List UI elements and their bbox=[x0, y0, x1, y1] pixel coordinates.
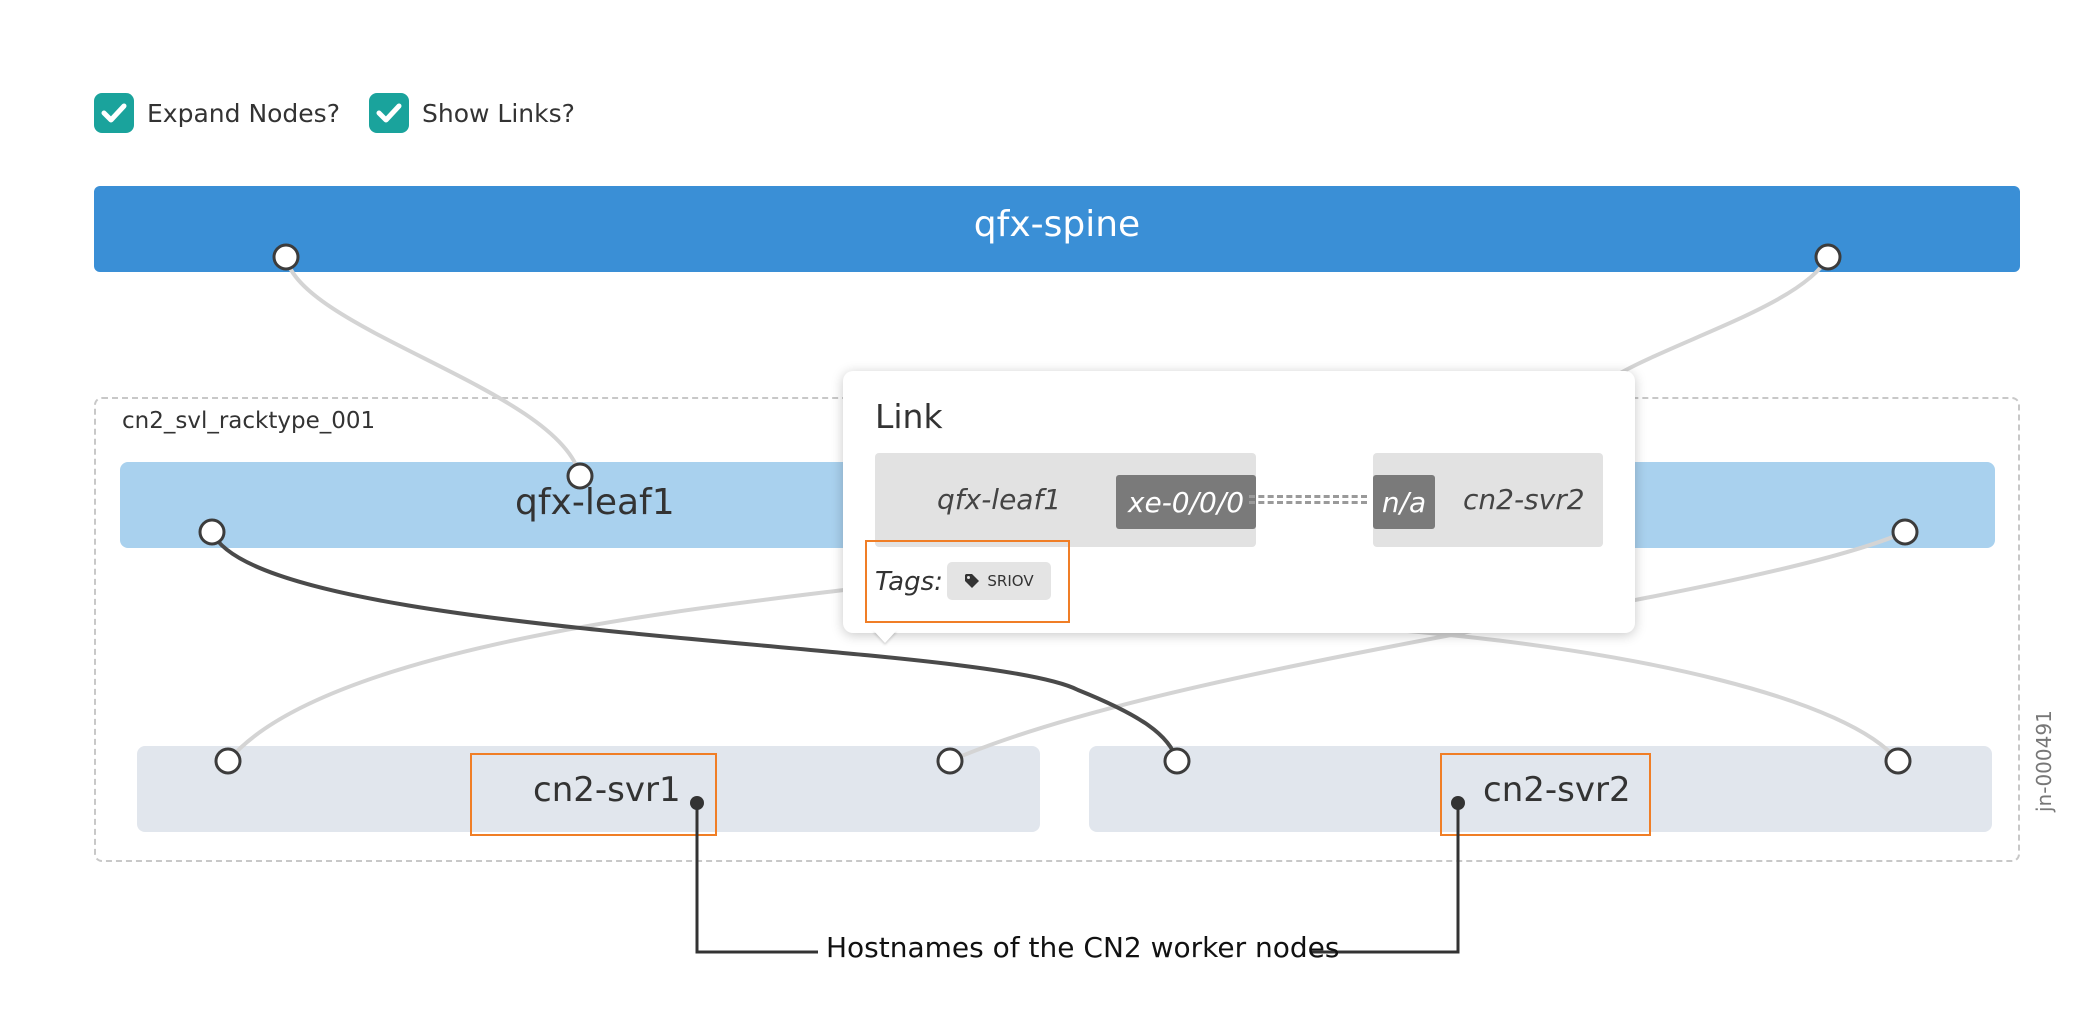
callout-dot bbox=[1451, 796, 1465, 810]
link-spine-leaf-b bbox=[1593, 256, 1830, 392]
endpoint-a: qfx-leaf1 xe-0/0/0 bbox=[875, 453, 1256, 547]
show-links-label: Show Links? bbox=[422, 98, 575, 128]
callout-line-right bbox=[1310, 803, 1460, 954]
endpoint-a-port: xe-0/0/0 bbox=[1116, 475, 1256, 529]
link-spine-leaf-a bbox=[284, 256, 582, 477]
endpoint-b-name: cn2-svr2 bbox=[1463, 483, 1585, 516]
server-node-1[interactable] bbox=[137, 746, 1040, 832]
tags-highlight bbox=[865, 540, 1070, 623]
popup-title: Link bbox=[875, 397, 943, 436]
leaf-label: qfx-leaf1 bbox=[515, 482, 675, 523]
port-icon bbox=[272, 243, 300, 271]
link-selected bbox=[210, 531, 1179, 762]
tag-label: SRIOV bbox=[987, 572, 1034, 590]
port-icon bbox=[1163, 747, 1191, 775]
hostname-highlight-1 bbox=[470, 753, 717, 836]
link-popup: Link qfx-leaf1 xe-0/0/0 n/a cn2-svr2 Tag… bbox=[843, 371, 1635, 633]
port-icon bbox=[566, 462, 594, 490]
rack-label: cn2_svl_racktype_001 bbox=[122, 408, 376, 434]
endpoint-b-port: n/a bbox=[1373, 475, 1435, 529]
show-links-checkbox[interactable]: Show Links? bbox=[369, 93, 575, 133]
spine-label: qfx-spine bbox=[973, 203, 1141, 245]
callout-dot bbox=[690, 796, 704, 810]
callout-line-left bbox=[695, 803, 818, 954]
expand-nodes-label: Expand Nodes? bbox=[147, 98, 340, 128]
link-dash bbox=[1249, 495, 1367, 498]
link-leaf-svr2-b bbox=[1394, 628, 1900, 763]
port-icon bbox=[1891, 518, 1919, 546]
port-icon bbox=[1814, 243, 1842, 271]
link-leaf-svr1-a bbox=[226, 588, 845, 763]
server-2-label: cn2-svr2 bbox=[1483, 770, 1631, 810]
port-icon bbox=[214, 747, 242, 775]
hostname-highlight-2 bbox=[1440, 753, 1651, 836]
endpoint-a-name: qfx-leaf1 bbox=[937, 483, 1062, 516]
link-dash bbox=[1249, 501, 1367, 504]
port-icon bbox=[1884, 747, 1912, 775]
tags-label: Tags: bbox=[875, 567, 943, 597]
figure-id: jn-000491 bbox=[2032, 710, 2056, 812]
checkmark-icon bbox=[369, 93, 409, 133]
server-1-label: cn2-svr1 bbox=[533, 770, 681, 810]
popup-arrow bbox=[873, 630, 897, 643]
checkmark-icon bbox=[94, 93, 134, 133]
port-icon bbox=[936, 747, 964, 775]
endpoint-b: n/a cn2-svr2 bbox=[1373, 453, 1603, 547]
port-icon bbox=[198, 518, 226, 546]
expand-nodes-checkbox[interactable]: Expand Nodes? bbox=[94, 93, 340, 133]
server-node-2[interactable] bbox=[1089, 746, 1992, 832]
tag-icon bbox=[965, 574, 980, 588]
spine-node[interactable]: qfx-spine bbox=[94, 186, 2020, 272]
callout-text: Hostnames of the CN2 worker nodes bbox=[826, 931, 1340, 964]
tag-chip[interactable]: SRIOV bbox=[947, 562, 1051, 600]
